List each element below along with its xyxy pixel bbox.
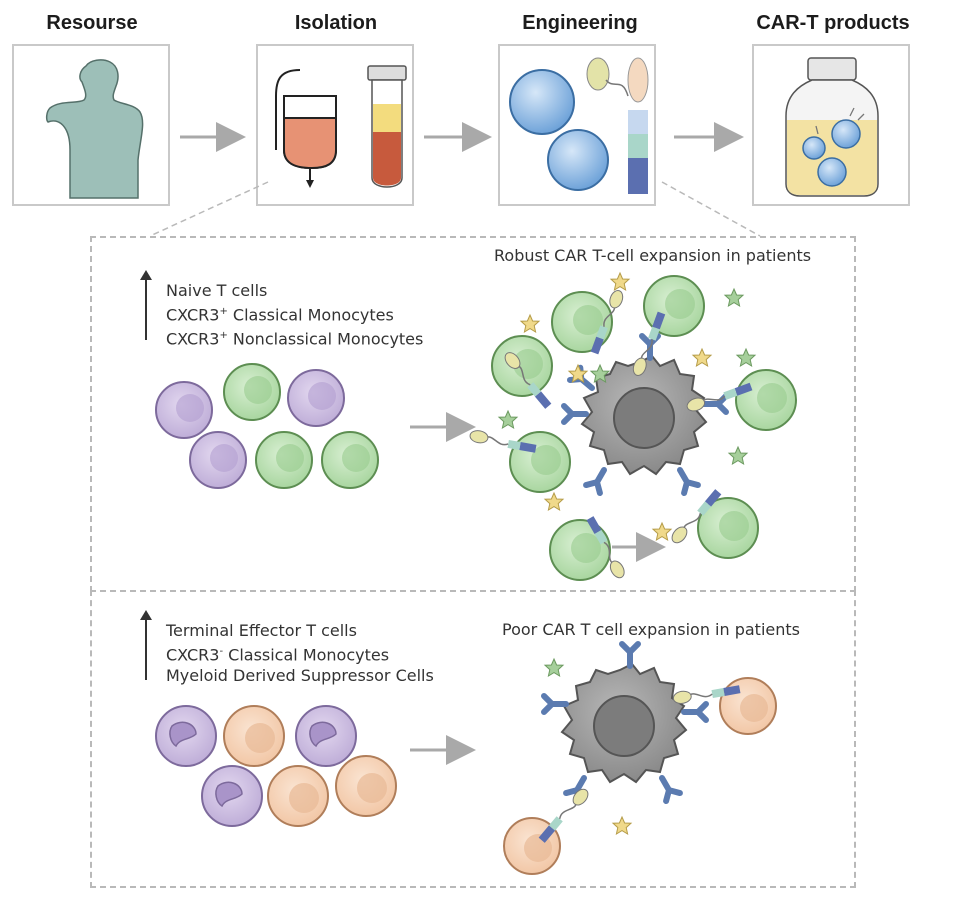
test-tube-icon: [367, 65, 407, 188]
tumor-cell-poor: [544, 644, 706, 801]
step-title-isolation: Isolation: [294, 12, 378, 34]
input-cells-poor: [155, 705, 397, 827]
panel-poor-expansion: [90, 590, 856, 888]
cart-cells-poor: [503, 677, 777, 875]
list-item: CXCR3+ Classical Monocytes: [166, 305, 394, 325]
list-item: CXCR3+ Nonclassical Monocytes: [166, 329, 424, 349]
connector-right: [661, 181, 761, 237]
step-title-engineering: Engineering: [522, 12, 638, 34]
engineered-cells-icon: [509, 57, 649, 194]
connector-left: [149, 181, 269, 237]
blood-bag-icon: [275, 69, 337, 188]
heading-robust-expansion: Robust CAR T-cell expansion in patients: [494, 246, 812, 265]
list-poor-expansion: Terminal Effector T cells CXCR3- Classic…: [166, 620, 434, 686]
list-item: Myeloid Derived Suppressor Cells: [166, 666, 434, 686]
input-cells-robust: [155, 363, 379, 489]
heading-poor-expansion: Poor CAR T cell expansion in patients: [502, 620, 800, 639]
list-robust-expansion: Naive T cells CXCR3+ Classical Monocytes…: [166, 280, 423, 350]
list-item: Naive T cells: [166, 281, 268, 300]
list-item: CXCR3- Classical Monocytes: [166, 645, 390, 665]
up-arrow-icon: [140, 610, 152, 680]
human-silhouette-icon: [45, 59, 144, 199]
step-title-resource: Resourse: [46, 12, 138, 34]
cart-cells-robust: [468, 275, 797, 581]
list-item: Terminal Effector T cells: [166, 621, 357, 640]
up-arrow-icon: [140, 270, 152, 340]
cart-jar-icon: [785, 57, 879, 197]
step-title-cart-products: CAR-T products: [756, 12, 910, 34]
tumor-cell-robust: [564, 336, 726, 493]
